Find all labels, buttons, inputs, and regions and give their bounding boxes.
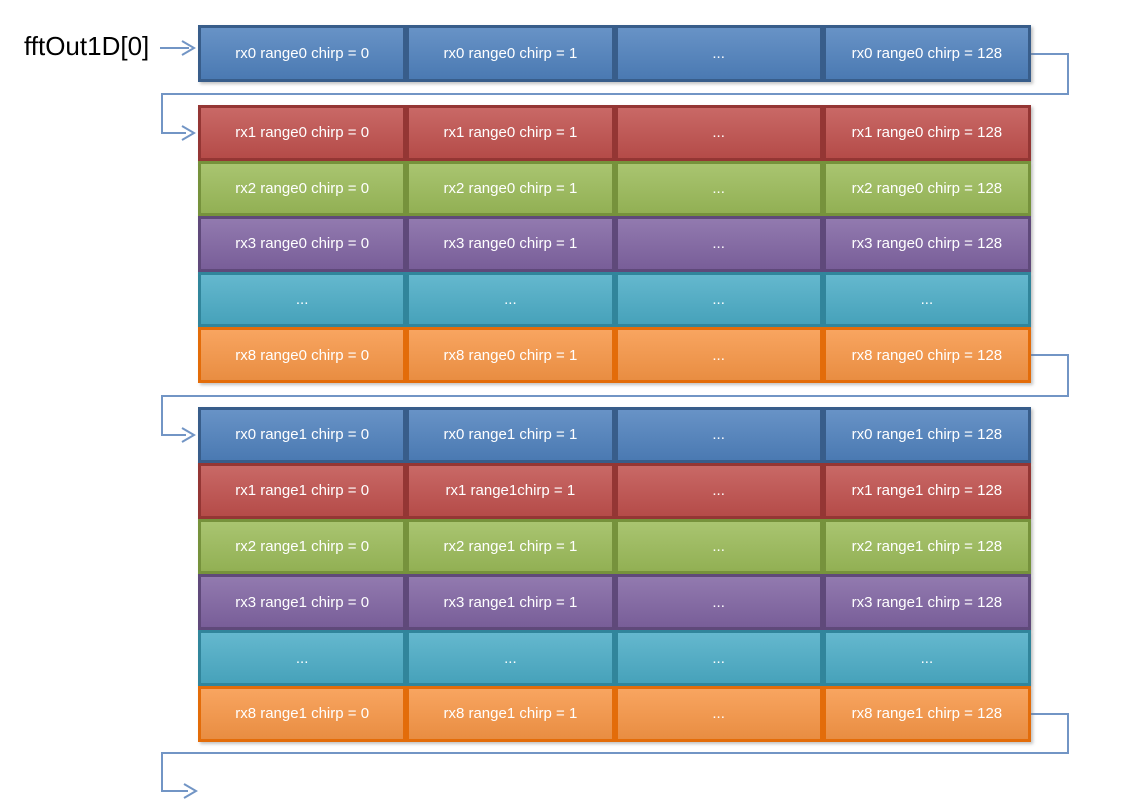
memory-cell: rx8 range1 chirp = 1 <box>406 685 615 742</box>
memory-row: ............ <box>198 630 1031 686</box>
memory-row: ............ <box>198 271 1031 328</box>
memory-cell: rx0 range1 chirp = 0 <box>198 407 407 463</box>
memory-cell: rx1 range0 chirp = 128 <box>822 105 1031 161</box>
memory-cell: rx1 range1 chirp = 0 <box>198 462 407 519</box>
memory-cell: rx3 range1 chirp = 1 <box>406 574 615 631</box>
memory-cell: ... <box>822 271 1031 328</box>
memory-cell: ... <box>614 630 823 686</box>
memory-cell: rx1 range1 chirp = 128 <box>822 462 1031 519</box>
memory-cell: rx3 range0 chirp = 1 <box>406 216 615 272</box>
wrap-arrow-3 <box>161 713 1069 799</box>
wrap-arrow-1 <box>161 53 1069 141</box>
memory-cell: rx8 range1 chirp = 128 <box>822 685 1031 742</box>
memory-cell: ... <box>614 407 823 463</box>
memory-cell: ... <box>198 630 407 686</box>
memory-cell: rx8 range0 chirp = 1 <box>406 327 615 383</box>
memory-cell: rx1 range1chirp = 1 <box>406 462 615 519</box>
memory-cell: rx8 range0 chirp = 0 <box>198 327 407 383</box>
memory-cell: ... <box>406 630 615 686</box>
memory-cell: rx3 range1 chirp = 0 <box>198 574 407 631</box>
memory-cell: rx2 range1 chirp = 1 <box>406 518 615 575</box>
memory-cell: ... <box>614 574 823 631</box>
memory-cell: ... <box>198 271 407 328</box>
memory-cell: rx3 range1 chirp = 128 <box>822 574 1031 631</box>
memory-cell: rx1 range0 chirp = 1 <box>406 105 615 161</box>
memory-cell: rx0 range0 chirp = 0 <box>198 25 407 82</box>
memory-cell: ... <box>614 462 823 519</box>
memory-cell: ... <box>614 216 823 272</box>
pointer-label: fftOut1D[0] <box>24 31 150 61</box>
memory-cell: ... <box>822 630 1031 686</box>
memory-cell: rx2 range1 chirp = 128 <box>822 518 1031 575</box>
memory-cell: ... <box>614 25 823 82</box>
memory-cell: ... <box>614 160 823 217</box>
memory-cell: ... <box>406 271 615 328</box>
memory-cell: rx3 range0 chirp = 128 <box>822 216 1031 272</box>
memory-cell: rx0 range0 chirp = 1 <box>406 25 615 82</box>
memory-cell: ... <box>614 327 823 383</box>
memory-cell: rx0 range0 chirp = 128 <box>822 25 1031 82</box>
memory-cell: rx8 range1 chirp = 0 <box>198 685 407 742</box>
memory-cell: rx2 range0 chirp = 1 <box>406 160 615 217</box>
memory-cell: rx2 range1 chirp = 0 <box>198 518 407 575</box>
memory-cell: rx3 range0 chirp = 0 <box>198 216 407 272</box>
memory-cell: ... <box>614 271 823 328</box>
memory-cell: rx1 range0 chirp = 0 <box>198 105 407 161</box>
memory-cell: rx2 range0 chirp = 0 <box>198 160 407 217</box>
memory-cell: rx8 range0 chirp = 128 <box>822 327 1031 383</box>
memory-cell: rx0 range1 chirp = 128 <box>822 407 1031 463</box>
memory-cell: ... <box>614 685 823 742</box>
memory-cell: ... <box>614 518 823 575</box>
memory-cell: ... <box>614 105 823 161</box>
pointer-arrow <box>160 40 196 56</box>
memory-cell: rx0 range1 chirp = 1 <box>406 407 615 463</box>
memory-cell: rx2 range0 chirp = 128 <box>822 160 1031 217</box>
wrap-arrow-2 <box>161 354 1069 443</box>
